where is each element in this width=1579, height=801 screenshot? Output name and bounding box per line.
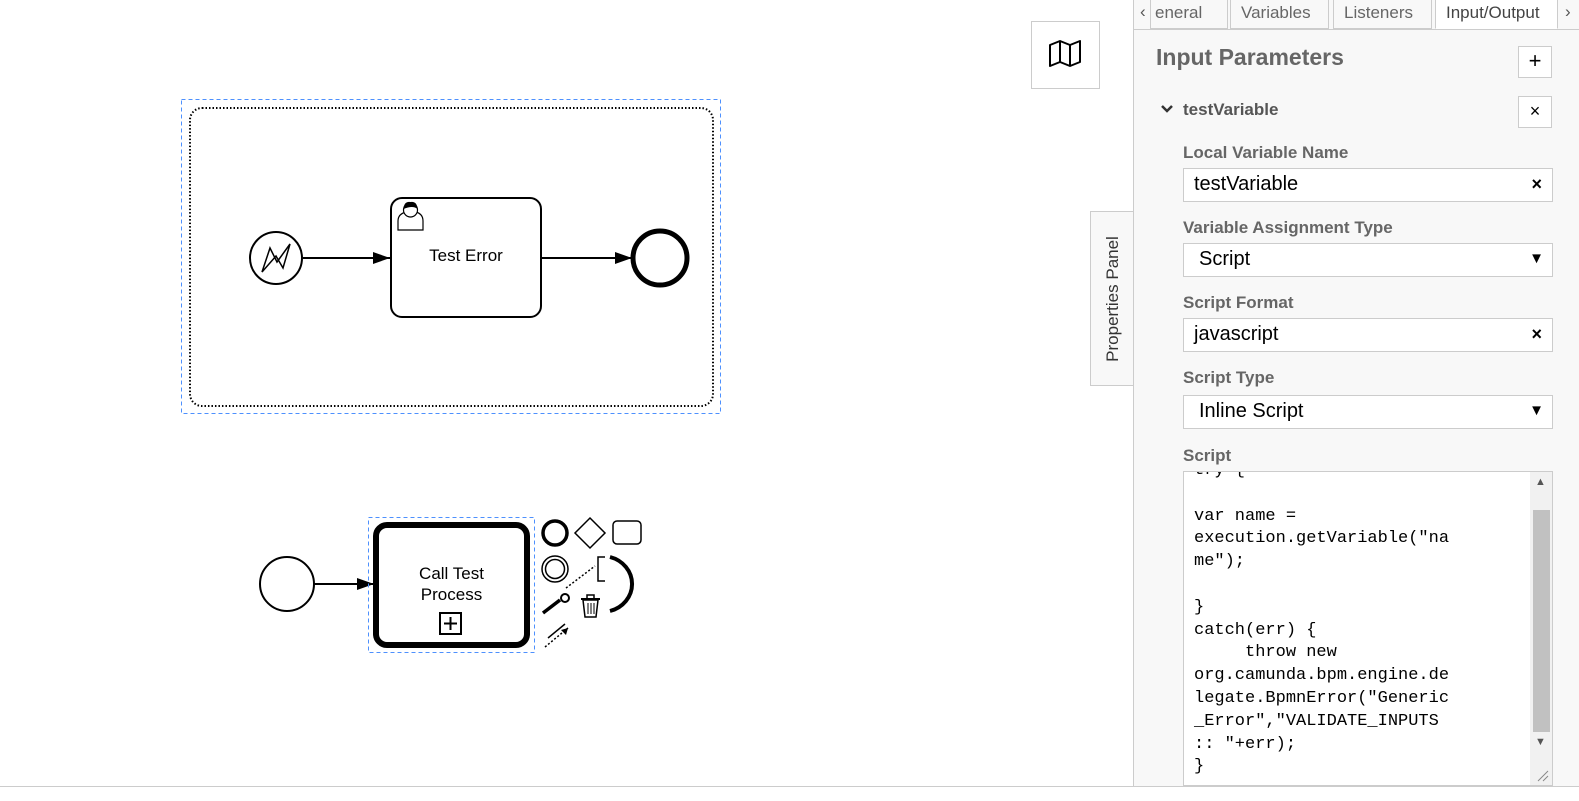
tab-listeners[interactable]: Listeners bbox=[1333, 0, 1432, 29]
user-task-label: Test Error bbox=[429, 246, 503, 265]
call-activity-label-line1: Call Test bbox=[419, 564, 484, 583]
call-activity-label: Call Test Process bbox=[376, 563, 527, 605]
scroll-up-icon[interactable]: ▲ bbox=[1535, 476, 1546, 488]
tab-variables-label: Variables bbox=[1241, 3, 1311, 22]
bpmn-canvas[interactable]: Test Error Call Test Process bbox=[0, 0, 1133, 786]
dropdown-arrow-icon: ▼ bbox=[1529, 250, 1544, 267]
add-parameter-button[interactable]: + bbox=[1518, 46, 1552, 78]
script-label: Script bbox=[1183, 446, 1232, 465]
minimap-toggle-button[interactable] bbox=[1031, 21, 1100, 89]
event-subprocess[interactable] bbox=[189, 107, 714, 407]
replace-icon[interactable] bbox=[544, 623, 569, 648]
user-icon bbox=[397, 201, 424, 231]
assignment-type-label: Variable Assignment Type bbox=[1183, 218, 1393, 237]
script-format-input[interactable]: javascript × bbox=[1183, 318, 1553, 352]
scroll-thumb[interactable] bbox=[1533, 510, 1550, 732]
script-format-value: javascript bbox=[1194, 323, 1279, 345]
clear-icon[interactable]: × bbox=[1531, 174, 1542, 194]
subprocess-selection-outline bbox=[181, 99, 721, 414]
group-title: Input Parameters bbox=[1156, 44, 1344, 70]
parameter-name[interactable]: testVariable bbox=[1183, 100, 1279, 119]
local-variable-name-value: testVariable bbox=[1194, 173, 1299, 195]
user-task[interactable] bbox=[390, 197, 542, 318]
script-scrollbar[interactable]: ▲ ▼ bbox=[1530, 472, 1552, 785]
bottom-border bbox=[0, 786, 1579, 801]
tab-input-output[interactable]: Input/Output bbox=[1435, 0, 1558, 29]
properties-panel: ‹ eneral Variables Listeners Input/Outpu… bbox=[1133, 0, 1579, 786]
tab-general[interactable]: eneral bbox=[1150, 0, 1228, 29]
gateway-icon[interactable] bbox=[573, 516, 607, 550]
tab-general-label: eneral bbox=[1155, 3, 1203, 22]
tab-variables[interactable]: Variables bbox=[1230, 0, 1329, 29]
collapsed-subprocess-marker-icon bbox=[439, 612, 462, 635]
error-start-event[interactable] bbox=[249, 231, 303, 285]
end-event-icon[interactable] bbox=[541, 519, 569, 547]
script-content[interactable]: try { var name = execution.getVariable("… bbox=[1194, 472, 1450, 777]
assignment-type-select[interactable]: Script ▼ bbox=[1183, 243, 1553, 277]
script-type-label: Script Type bbox=[1183, 368, 1275, 387]
tabs-scroll-left-button[interactable]: ‹ bbox=[1140, 2, 1146, 21]
connect-icon[interactable] bbox=[541, 593, 570, 615]
scroll-down-icon[interactable]: ▼ bbox=[1535, 736, 1546, 748]
call-activity-selection-outline bbox=[368, 517, 535, 653]
dropdown-arrow-icon: ▼ bbox=[1529, 402, 1544, 419]
diagram-svg[interactable] bbox=[0, 0, 1133, 786]
intermediate-event-icon[interactable] bbox=[541, 555, 569, 583]
task-icon[interactable] bbox=[612, 520, 642, 545]
call-activity-label-line2: Process bbox=[420, 585, 483, 604]
script-textarea[interactable]: try { var name = execution.getVariable("… bbox=[1183, 471, 1553, 786]
clear-icon[interactable]: × bbox=[1531, 324, 1542, 344]
remove-parameter-button[interactable]: × bbox=[1518, 96, 1552, 128]
error-icon bbox=[261, 243, 291, 273]
start-event[interactable] bbox=[259, 556, 315, 612]
map-icon bbox=[1049, 40, 1081, 67]
call-activity[interactable] bbox=[373, 522, 530, 648]
tab-bar: ‹ eneral Variables Listeners Input/Outpu… bbox=[1134, 0, 1579, 30]
tabs-scroll-right-button[interactable]: › bbox=[1565, 2, 1571, 21]
properties-panel-toggle-label: Properties Panel bbox=[1102, 235, 1122, 362]
properties-panel-toggle[interactable]: Properties Panel bbox=[1090, 211, 1134, 386]
script-format-label: Script Format bbox=[1183, 293, 1294, 312]
tab-listeners-label: Listeners bbox=[1344, 3, 1413, 22]
script-type-select[interactable]: Inline Script ▼ bbox=[1183, 395, 1553, 429]
tab-input-output-label: Input/Output bbox=[1446, 3, 1540, 22]
text-annotation-icon[interactable] bbox=[565, 555, 635, 613]
assignment-type-value: Script bbox=[1199, 248, 1251, 270]
local-variable-name-input[interactable]: testVariable × bbox=[1183, 168, 1553, 202]
end-event[interactable] bbox=[630, 228, 690, 288]
chevron-down-icon[interactable] bbox=[1160, 103, 1174, 115]
resize-grip-icon[interactable] bbox=[1536, 769, 1550, 783]
script-type-value: Inline Script bbox=[1199, 400, 1304, 422]
local-variable-name-label: Local Variable Name bbox=[1183, 143, 1349, 162]
delete-icon[interactable] bbox=[581, 594, 600, 618]
